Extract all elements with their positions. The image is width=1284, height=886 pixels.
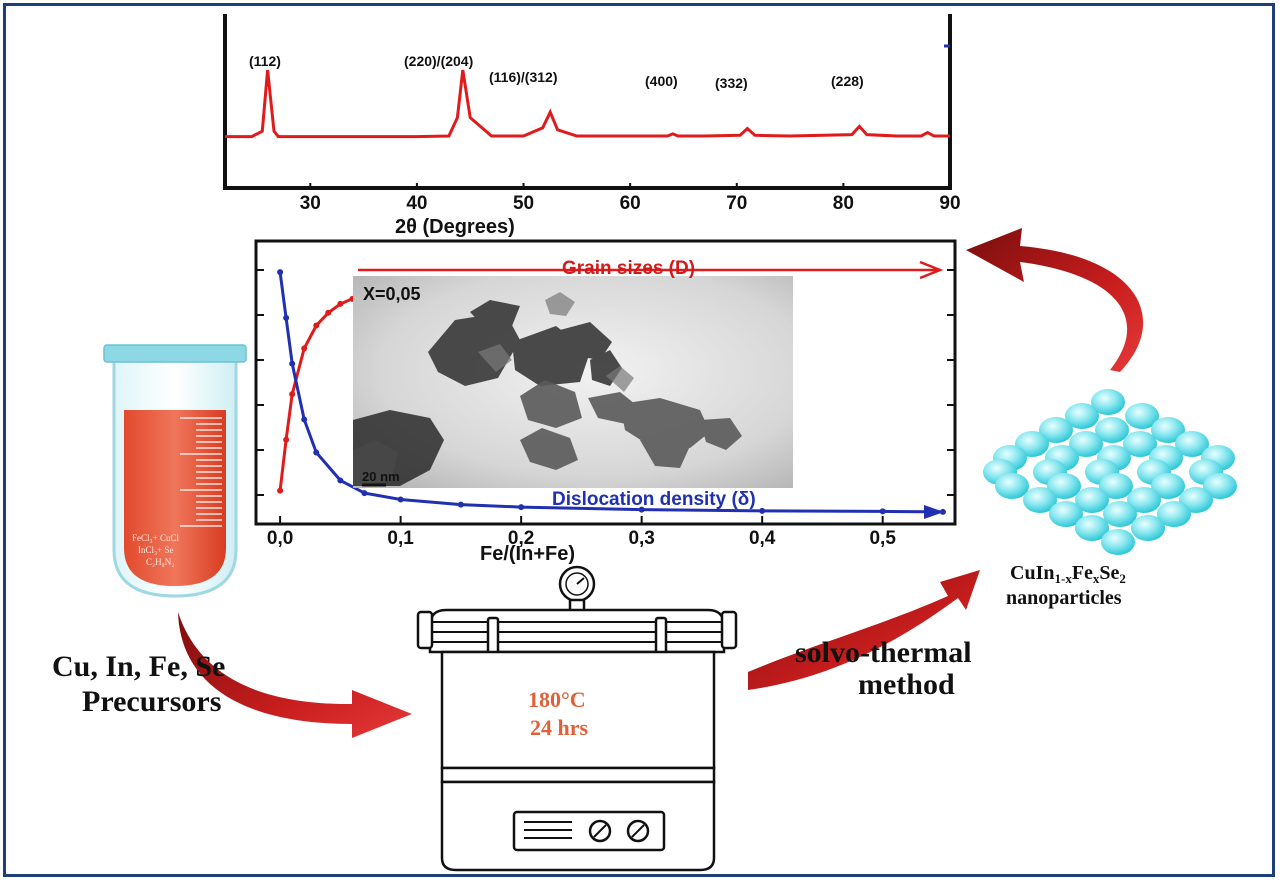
xrd-tick-label: 60 (620, 193, 641, 214)
dislocation-density-point (361, 490, 368, 497)
xrd-tick-label: 70 (726, 193, 747, 214)
dislocation-density-point (759, 507, 766, 514)
nanoparticle-sphere (1151, 417, 1185, 443)
nanoparticle-sphere (1203, 473, 1237, 499)
autoclave (416, 565, 738, 872)
xrd-peak-label-220-204: (220)/(204) (404, 53, 473, 69)
dislocation-density-arrowhead (924, 505, 944, 519)
nanoparticle-sphere (1091, 389, 1125, 415)
dislocation-density-point (457, 501, 464, 508)
tube-graduations (180, 417, 222, 527)
nanoparticle-sphere (1157, 501, 1191, 527)
xrd-tick-label: 40 (406, 193, 427, 214)
nanoparticle-sphere (1103, 501, 1137, 527)
tem-image: X=0,05 20 nm (353, 276, 793, 488)
nanoparticle-sphere (1099, 473, 1133, 499)
nanoparticle-sphere (1069, 431, 1103, 457)
dislocation-density-point (313, 449, 320, 456)
grain-size-label: Grain sizes (D) (562, 258, 695, 279)
nanoparticle-sphere (1039, 417, 1073, 443)
dislocation-density-point (289, 360, 296, 367)
xrd-peak-label-228: (228) (831, 73, 864, 89)
grain-size-point (313, 322, 320, 329)
tube-contents-line-2: InCl₃+ Se (138, 545, 173, 555)
tube-contents-line-3: C₂H₈N₂ (146, 557, 174, 567)
nanoparticle-sphere (1095, 417, 1129, 443)
nanoparticle-sphere (1125, 403, 1159, 429)
arrow-nanoparticles-to-charts (966, 228, 1144, 372)
arrow-tube-to-autoclave (178, 612, 412, 738)
autoclave-duration: 24 hrs (530, 715, 589, 740)
xrd-tick-label: 80 (833, 193, 854, 214)
product-label: nanoparticles (1006, 587, 1122, 609)
tem-scale-bar-label: 20 nm (362, 469, 400, 484)
nanoparticle-sphere (1175, 431, 1209, 457)
grain-size-point (283, 436, 290, 443)
nanoparticle-sphere (1131, 515, 1165, 541)
dislocation-density-point (337, 477, 344, 484)
nanoparticle-sphere (995, 473, 1029, 499)
nanoparticle-sphere (1075, 487, 1109, 513)
nanoparticle-cluster (983, 389, 1237, 555)
size-chart-tick-label: 0,5 (869, 528, 896, 549)
size-chart-tick-label: 0,2 (508, 528, 534, 549)
tube-rim (103, 344, 247, 363)
grain-dislocation-chart: X=0,05 20 nm Grain sizes (D) Dislocation… (254, 239, 957, 565)
xrd-peak-label-112: (112) (249, 53, 281, 69)
size-chart-tick-label: 0,3 (628, 528, 654, 549)
xrd-tick-label: 50 (513, 193, 534, 214)
dislocation-density-point (277, 269, 284, 276)
nanoparticle-sphere (1075, 515, 1109, 541)
tube-contents-line-1: FeCl₃+ CuCl (132, 533, 179, 543)
grain-size-point (301, 345, 308, 352)
nanoparticle-sphere (1023, 487, 1057, 513)
tem-composition-label: X=0,05 (363, 284, 421, 304)
nanoparticle-sphere (1101, 529, 1135, 555)
grain-size-point (277, 487, 284, 494)
grain-size-point (337, 300, 344, 307)
dislocation-density-label: Dislocation density (δ) (552, 489, 756, 510)
grain-size-arrowhead (919, 260, 944, 280)
nanoparticle-sphere (1151, 473, 1185, 499)
xrd-peak-label-400: (400) (645, 73, 678, 89)
test-tube: FeCl₃+ CuCl InCl₃+ Se C₂H₈N₂ (103, 344, 247, 598)
size-chart-x-axis-label: Fe/(In+Fe) (480, 543, 575, 565)
dislocation-density-point (397, 496, 404, 503)
xrd-tick-label: 30 (300, 193, 321, 214)
nanoparticle-sphere (1065, 403, 1099, 429)
dislocation-density-point (301, 416, 308, 423)
size-chart-tick-label: 0,1 (387, 528, 414, 549)
precursors-label-line-1: Cu, In, Fe, Se (52, 650, 225, 683)
xrd-x-ticks: 30 40 50 60 70 80 90 (300, 183, 961, 214)
size-chart-tick-label: 0,0 (267, 528, 293, 549)
nanoparticle-sphere (1127, 487, 1161, 513)
size-chart-tick-label: 0,4 (749, 528, 776, 549)
figure-border (3, 3, 1275, 877)
dislocation-density-point (283, 314, 290, 321)
grain-size-point (325, 309, 332, 316)
method-label-line-2: method (858, 668, 955, 701)
size-chart-right-ticks (947, 269, 955, 496)
size-chart-left-ticks (256, 269, 264, 496)
xrd-chart: 30 40 50 60 70 80 90 (112) (220)/(204) (116)/(… (223, 14, 961, 238)
arrow-autoclave-to-nanoparticles (748, 570, 980, 690)
xrd-x-axis-label: 2θ (Degrees) (395, 216, 515, 238)
dislocation-density-point (638, 506, 645, 513)
xrd-tick-label: 90 (939, 193, 960, 214)
grain-size-point (289, 391, 296, 398)
nanoparticle-sphere (1047, 473, 1081, 499)
dislocation-density-point (879, 508, 886, 515)
method-label-line-1: solvo-thermal (795, 636, 972, 669)
product-formula: CuIn1-xFexSe2 (1010, 562, 1126, 586)
dislocation-density-point (518, 504, 525, 511)
size-chart-x-ticks: 0,0 0,1 0,2 0,3 0,4 0,5 (267, 516, 896, 549)
autoclave-temperature: 180°C (528, 687, 586, 712)
nanoparticle-sphere (1049, 501, 1083, 527)
precursors-label-line-2: Precursors (82, 685, 221, 718)
xrd-peak-label-116-312: (116)/(312) (489, 69, 557, 85)
xrd-peak-label-332: (332) (715, 75, 748, 91)
xrd-pattern-line (225, 69, 950, 139)
nanoparticle-sphere (1123, 431, 1157, 457)
